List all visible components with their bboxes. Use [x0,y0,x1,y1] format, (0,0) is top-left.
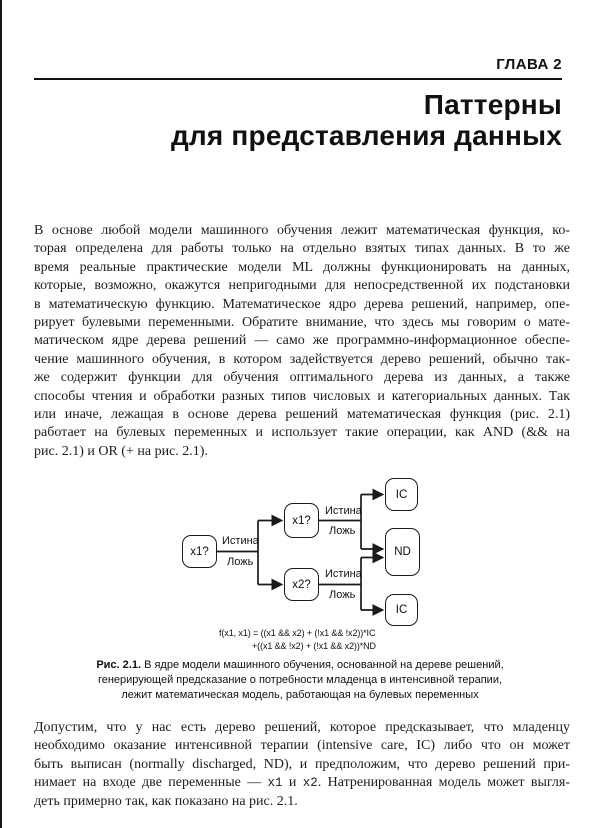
page-title-line2: для представления данных [170,120,562,151]
leaf-node-ic-top: IC [385,478,418,511]
text-line: способы чтения и обработки разных типов … [34,388,570,404]
text-line: рирует булевыми переменными. Обратите вн… [34,314,570,330]
text-line: матическом ядре дерева решений — само же… [34,333,570,349]
figure-decision-tree: x1? x1? x2? IC ND IC Истина Ложь Истина … [0,468,600,668]
leaf-node-ic-bottom: IC [385,594,418,626]
edge-label-true: Истина [325,568,362,580]
paragraph-1: В основе любой модели машинного обучения… [34,222,570,461]
text-line: в математическую функцию. Математическое… [34,296,570,312]
figure-caption-line1: Рис. 2.1. В ядре модели машинного обучен… [0,658,600,673]
text-line: В основе любой модели машинного обучения… [34,223,570,238]
text-line: рис. 2.1) и OR (+ на рис. 2.1). [34,443,208,459]
text-segment: и [282,775,303,791]
text-line: нимает на входе две переменные — x1 и x2… [34,774,570,792]
formula-line-2: +((x1 && !x2) + (!x1 && x2))*ND [252,641,376,651]
text-segment: нимает на входе две переменные — [34,775,268,791]
edge-label-true: Истина [222,535,259,547]
variable-x1: x1 [267,776,283,791]
text-line: деть примерно так, как показано на рис. … [34,793,298,809]
tree-edges-svg [217,488,385,616]
variable-x2: x2 [302,776,318,791]
decision-node-branch-bottom: x2? [284,568,319,601]
page-title-line1: Паттерны [423,89,562,120]
figure-caption: Рис. 2.1. В ядре модели машинного обучен… [0,658,600,704]
figure-caption-line2: генерирующей предсказание о потребности … [97,674,503,687]
decision-node-branch-top: x1? [284,503,319,538]
text-line: или иначе, лежащая в основе дерева решен… [34,406,570,422]
leaf-node-nd: ND [385,528,420,576]
page-title: Паттерны для представления данных [34,89,562,151]
text-line: которые, возможно, окажутся непригодными… [34,278,570,294]
text-line: Допустим, что у нас есть дерево решений,… [34,720,570,735]
decision-node-root: x1? [182,535,217,568]
paragraph-2: Допустим, что у нас есть дерево решений,… [34,719,570,811]
text-line: торая определена для работы только на от… [34,241,570,257]
text-line: чение машинного обучения, в котором заде… [34,351,570,367]
figure-caption-text: В ядре модели машинного обучения, основа… [141,659,504,671]
text-line: необходимо оказание интенсивной терапии … [34,738,570,754]
edge-label-false: Ложь [227,556,254,568]
chapter-header: ГЛАВА 2 Паттерны для представления данны… [34,55,562,151]
figure-number: Рис. 2.1. [96,659,142,671]
formula-line-1: f(x1, x1) = ((x1 && x2) + (!x1 && !x2))*… [219,628,376,638]
edge-label-false: Ложь [329,525,356,537]
chapter-rule [34,78,562,80]
text-segment: . Натренированная модель может выгля- [317,775,570,791]
text-line: быть выписан (normally discharged, ND), … [34,756,570,772]
page-binding-edge [0,0,2,828]
chapter-label: ГЛАВА 2 [496,56,562,73]
text-line: работает на булевых переменных и использ… [34,425,570,441]
text-line: время реальные практические модели ML до… [34,259,570,275]
edge-label-true: Истина [325,505,362,517]
figure-caption-line3: лежит математическая модель, работающая … [121,689,479,702]
edge-label-false: Ложь [329,589,356,601]
text-line: же содержит функции для обучения оптимал… [34,370,570,386]
